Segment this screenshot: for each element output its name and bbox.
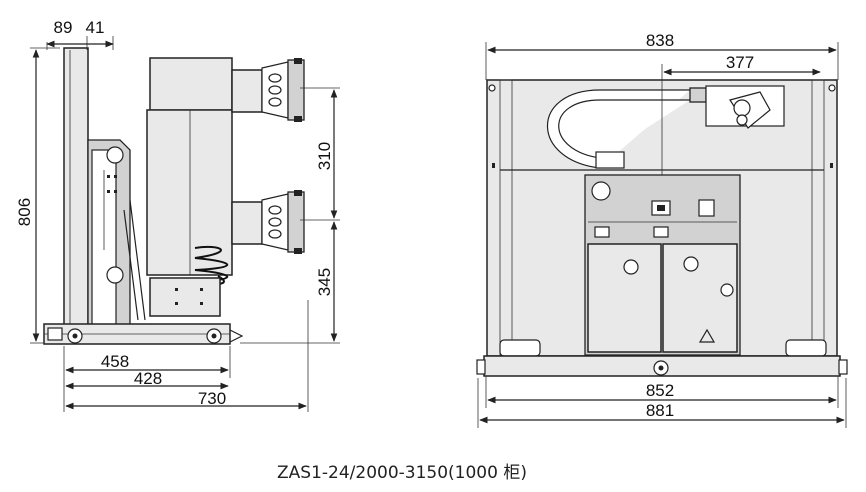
dim-377: 377 bbox=[726, 53, 754, 72]
lower-contact-arm bbox=[231, 190, 305, 254]
dim-806: 806 bbox=[15, 198, 34, 226]
indicator-lamp bbox=[591, 181, 611, 201]
upper-pole-housing bbox=[149, 57, 233, 111]
dim-458: 458 bbox=[101, 352, 129, 371]
mechanism-box bbox=[149, 277, 221, 317]
dim-310: 310 bbox=[315, 142, 334, 170]
upper-contact-arm bbox=[231, 58, 305, 122]
label-plate-mid bbox=[653, 226, 669, 238]
label-plate-left bbox=[594, 226, 610, 238]
front-plate bbox=[63, 47, 89, 329]
left-handle bbox=[499, 339, 541, 357]
side-view bbox=[43, 47, 305, 345]
close-button[interactable] bbox=[623, 259, 639, 275]
dim-41: 41 bbox=[86, 18, 105, 37]
dim-852: 852 bbox=[646, 381, 674, 400]
dim-881: 881 bbox=[646, 401, 674, 420]
right-handle bbox=[785, 339, 827, 357]
dim-345: 345 bbox=[315, 268, 334, 296]
front-dimensions: 838 377 852 881 bbox=[477, 31, 847, 428]
frame-hole-upper bbox=[106, 146, 124, 164]
dim-428: 428 bbox=[134, 369, 162, 388]
open-button[interactable] bbox=[683, 256, 699, 272]
front-arm-assembly bbox=[547, 85, 785, 169]
drawing-caption: ZAS1-24/2000-3150(1000 柜) bbox=[277, 463, 527, 483]
charge-socket[interactable] bbox=[720, 283, 734, 297]
warning-triangle-icon bbox=[698, 328, 716, 343]
dim-89: 89 bbox=[54, 18, 73, 37]
front-view bbox=[476, 79, 848, 377]
position-indicator bbox=[698, 199, 715, 217]
frame-hole-lower bbox=[106, 266, 124, 284]
dim-838: 838 bbox=[646, 31, 674, 50]
dim-730: 730 bbox=[198, 389, 226, 408]
pole-column bbox=[146, 109, 233, 276]
side-dimensions: 89 41 806 310 345 458 428 730 bbox=[15, 18, 340, 412]
